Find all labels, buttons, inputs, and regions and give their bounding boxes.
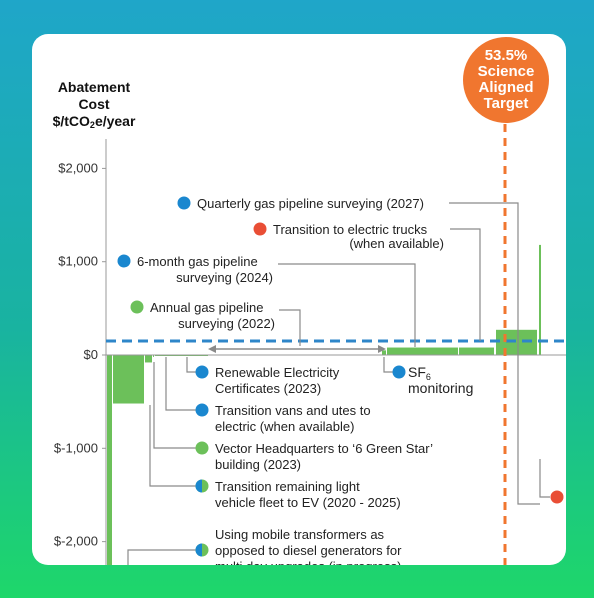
leader-mobile-transformers <box>127 549 197 565</box>
leader-light-fleet-ev <box>149 405 197 487</box>
leader-6-month-gas-survey <box>278 263 416 347</box>
y-unit-post: e/year <box>94 113 136 129</box>
science-target-badge: 53.5% Science Aligned Target <box>463 37 549 123</box>
bar-light-fleet-ev <box>113 355 144 404</box>
target-percent: 53.5% <box>484 47 528 64</box>
leader-vector-hq <box>153 362 197 449</box>
dot-rec <box>195 365 209 379</box>
leader-vans-utes <box>165 357 197 411</box>
y-axis-label-line2: Cost <box>78 96 110 112</box>
chart-card: $2,000 $1,000 $0 $-1,000 $-2,000 Quarterly ga… <box>32 34 566 565</box>
label-light-fleet-ev-line2: vehicle fleet to EV (2020 - 2025) <box>215 495 401 510</box>
label-electric-trucks-line2: (when available) <box>349 236 444 251</box>
leader-offscale <box>539 459 550 498</box>
y-tick-label: $-1,000 <box>54 440 98 455</box>
label-rec-line1: Renewable Electricity <box>215 365 340 380</box>
label-mobile-transformers-line3: multi day upgrades (in progress) <box>215 559 401 565</box>
label-sf6-line2: monitoring <box>408 380 473 396</box>
bar-vector-hq <box>145 355 152 363</box>
label-electric-trucks-line1: Transition to electric trucks <box>273 222 428 237</box>
label-vector-hq-line2: building (2023) <box>215 457 301 472</box>
label-annual-gas-survey-line2: surveying (2022) <box>178 316 275 331</box>
dot-annual-gas-survey <box>130 300 144 314</box>
red-dot-offscale <box>550 490 564 504</box>
bar-vans-utes <box>153 355 154 357</box>
target-line2: Science <box>477 63 535 80</box>
label-sf6-line1: SF6 <box>408 364 431 382</box>
leader-electric-trucks <box>450 228 481 341</box>
label-vans-utes-line1: Transition vans and utes to <box>215 403 371 418</box>
leader-annual-gas-survey <box>279 309 301 346</box>
dot-vector-hq <box>195 441 209 455</box>
dot-half-mobile-transformers <box>195 543 202 557</box>
range-arrow-right <box>378 345 386 353</box>
y-tick-label: $-2,000 <box>54 534 98 549</box>
y-axis-label: Abatement Cost $/tCO2e/year <box>44 79 144 134</box>
target-line3: Aligned <box>478 79 534 96</box>
label-6-month-gas-survey-line2: surveying (2024) <box>176 270 273 285</box>
label-annual-gas-survey-line1: Annual gas pipeline <box>150 300 263 315</box>
leader-sf6 <box>383 357 394 373</box>
leader-quarterly-gas-survey <box>449 202 540 505</box>
label-6-month-gas-survey-line1: 6-month gas pipeline <box>137 254 258 269</box>
y-axis-label-line3: $/tCO2e/year <box>44 113 144 134</box>
y-axis-label-line1: Abatement <box>57 79 131 95</box>
dot-electric-trucks <box>253 222 267 236</box>
bar-quarterly-gas-survey <box>539 244 541 355</box>
label-mobile-transformers-line2: opposed to diesel generators for <box>215 543 402 558</box>
dot-vans-utes <box>195 403 209 417</box>
dot-quarterly-gas-survey <box>177 196 191 210</box>
label-rec-line2: Certificates (2023) <box>215 381 321 396</box>
bar-6-month-gas-survey <box>459 347 494 355</box>
label-quarterly-gas-survey-line1: Quarterly gas pipeline surveying (2027) <box>197 196 424 211</box>
dot-half-light-fleet-ev <box>195 479 202 493</box>
bar-mobile-transformers <box>107 355 112 565</box>
label-vans-utes-line2: electric (when available) <box>215 419 354 434</box>
label-light-fleet-ev-line1: Transition remaining light <box>215 479 360 494</box>
y-unit-pre: $/tCO <box>52 113 90 129</box>
label-vector-hq-line1: Vector Headquarters to ‘6 Green Star’ <box>215 441 433 456</box>
y-tick-label: $1,000 <box>58 254 98 269</box>
range-arrow-left <box>208 345 216 353</box>
y-unit-sub: 2 <box>89 120 95 130</box>
target-line4: Target <box>483 95 529 112</box>
leader-rec <box>186 357 197 373</box>
dot-6-month-gas-survey <box>117 254 131 268</box>
y-tick-label: $2,000 <box>58 160 98 175</box>
dot-sf6 <box>392 365 406 379</box>
bar-sf6 <box>382 350 386 355</box>
label-mobile-transformers-line1: Using mobile transformers as <box>215 527 385 542</box>
abatement-chart: $2,000 $1,000 $0 $-1,000 $-2,000 Quarterly ga… <box>54 124 566 565</box>
y-tick-label: $0 <box>84 347 98 362</box>
bar-annual-gas-survey <box>387 347 458 355</box>
